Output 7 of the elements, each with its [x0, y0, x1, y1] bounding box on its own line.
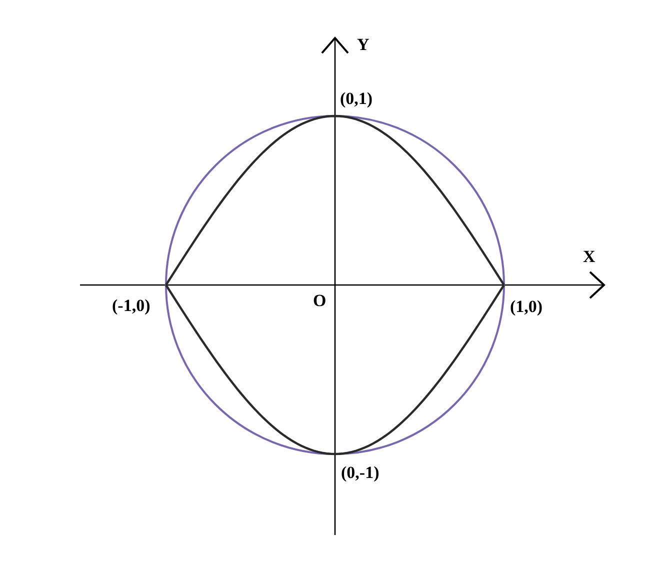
axis-label: (0,-1) — [341, 464, 380, 481]
axis-label: Y — [357, 36, 370, 53]
axis-label: (-1,0) — [112, 297, 150, 314]
axis-label: X — [583, 248, 596, 265]
axis-label: O — [313, 292, 326, 309]
axis-label: (1,0) — [510, 298, 543, 315]
axis-label: (0,1) — [340, 90, 373, 107]
